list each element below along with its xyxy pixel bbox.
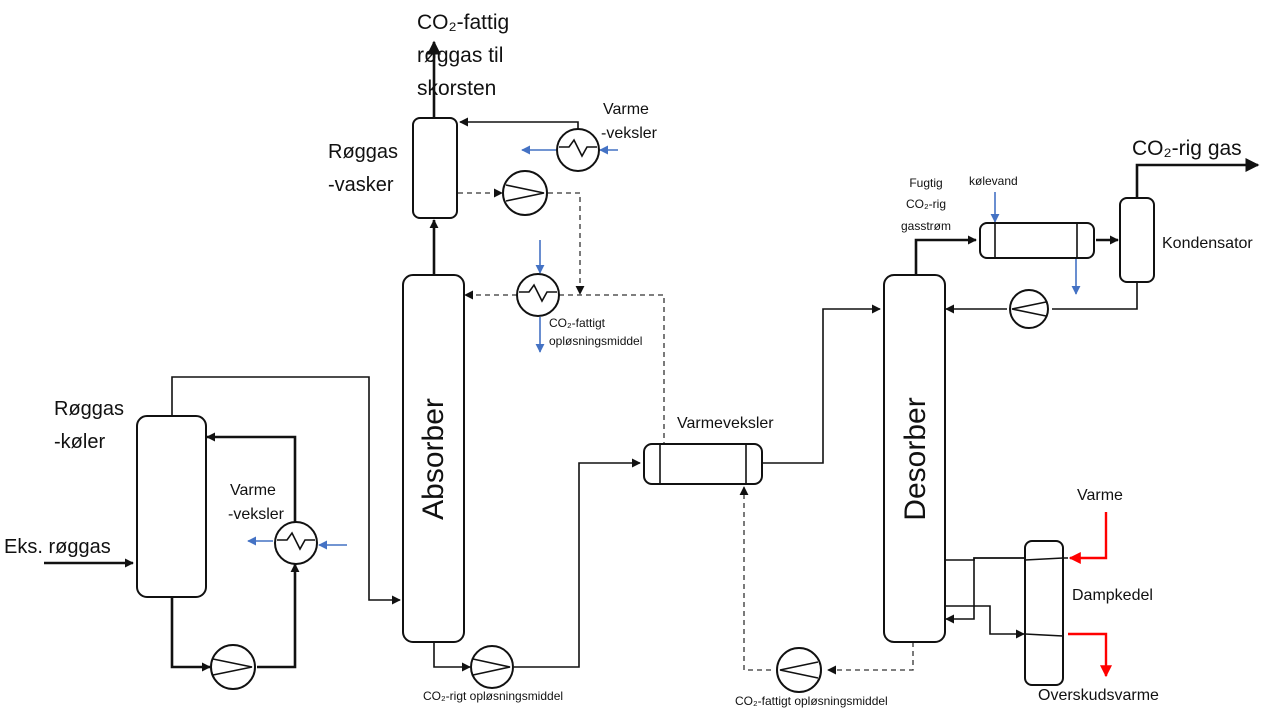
cooling-water-lines xyxy=(247,145,1081,550)
pump-icon-washer xyxy=(502,170,548,216)
moist-gas-label-3: gasstrøm xyxy=(901,219,951,233)
absorber-bottom-line xyxy=(433,642,471,672)
hx-to-cooler-line xyxy=(206,432,297,522)
lean-rich-heat-exchanger xyxy=(643,443,763,485)
pump-icon-lean xyxy=(776,647,822,693)
heat-exchanger-left-label-2: -veksler xyxy=(228,506,285,523)
heat-exchanger-top-label-2: -veksler xyxy=(601,125,658,142)
moist-gas-label-1: Fugtig xyxy=(909,176,942,190)
desorber-top-line xyxy=(914,235,977,275)
heat-exchanger-icon-cooler xyxy=(274,521,318,565)
reboiler-internal-2 xyxy=(1024,633,1064,637)
cooler-bottom-line xyxy=(170,597,211,672)
external-fluegas-label: Eks. røggas xyxy=(4,536,111,558)
absorber-vessel xyxy=(402,274,465,643)
co2-poor-fluegas-label-2: røggas til xyxy=(417,44,503,67)
co2-poor-fluegas-label-1: CO₂-fattig xyxy=(417,11,509,34)
lean-rich-hx-label: Varmeveksler xyxy=(677,415,774,432)
pump-to-hx-line xyxy=(257,563,300,669)
reboiler-internal-1 xyxy=(1024,557,1064,561)
washer-drain-line xyxy=(548,192,585,295)
rich-solvent-to-hx-line xyxy=(514,458,641,668)
flue-gas-washer-label-2: -vasker xyxy=(328,174,394,196)
desorber-vessel xyxy=(883,274,946,643)
excess-heat-line xyxy=(1068,632,1112,678)
rich-solvent-label: CO₂-rigt opløsningsmiddel xyxy=(423,689,563,703)
lean-solvent-mid-label-1: CO₂-fattigt xyxy=(549,316,606,330)
heat-exchanger-icon-lean-cooler xyxy=(516,273,560,317)
flue-gas-washer-vessel xyxy=(412,117,458,219)
excess-heat-label: Overskudsvarme xyxy=(1038,687,1159,704)
flue-gas-washer-label-1: Røggas xyxy=(328,141,398,163)
moist-gas-label-2: CO₂-rig xyxy=(906,197,946,211)
flue-gas-cooler-vessel xyxy=(136,415,207,598)
heat-exchanger-top-label-1: Varme xyxy=(603,101,649,118)
pump-icon-reflux xyxy=(1009,289,1049,329)
reboiler-return-line xyxy=(945,557,1030,624)
heat-label: Varme xyxy=(1077,487,1123,504)
cooling-water-label: kølevand xyxy=(969,174,1018,188)
lean-solvent-to-hx-line xyxy=(739,486,771,671)
overhead-cooler xyxy=(979,222,1095,259)
co2-poor-fluegas-label-3: skorsten xyxy=(417,77,496,100)
desorber-to-reboiler-line xyxy=(944,605,1025,639)
reboiler-label: Dampkedel xyxy=(1072,587,1153,604)
flue-gas-cooler-label-2: -køler xyxy=(54,431,105,453)
desorber-bottom-line xyxy=(827,642,914,675)
condenser-vessel xyxy=(1119,197,1155,283)
heat-in-line xyxy=(1068,512,1108,564)
absorber-label: Absorber xyxy=(417,398,450,520)
lean-solvent-mid-label-2: opløsningsmiddel xyxy=(549,334,642,348)
heat-exchanger-icon-washer xyxy=(556,128,600,172)
reboiler-vessel xyxy=(1024,540,1064,686)
hx-to-desorber-line xyxy=(763,304,881,464)
desorber-label: Desorber xyxy=(899,397,932,520)
heat-exchanger-left-label-1: Varme xyxy=(230,482,276,499)
cooler-to-absorber-line xyxy=(171,376,401,605)
reflux-line-1 xyxy=(1052,282,1138,310)
lean-solvent-bottom-label: CO₂-fattigt opløsningsmiddel xyxy=(735,694,888,708)
flue-gas-cooler-label-1: Røggas xyxy=(54,398,124,420)
condenser-label: Kondensator xyxy=(1162,235,1253,252)
pump-icon-rich xyxy=(470,645,514,689)
pump-icon-cooler xyxy=(210,644,256,690)
co2-rich-gas-line xyxy=(1135,158,1260,198)
co2-rich-gas-label: CO₂-rig gas xyxy=(1132,137,1242,160)
